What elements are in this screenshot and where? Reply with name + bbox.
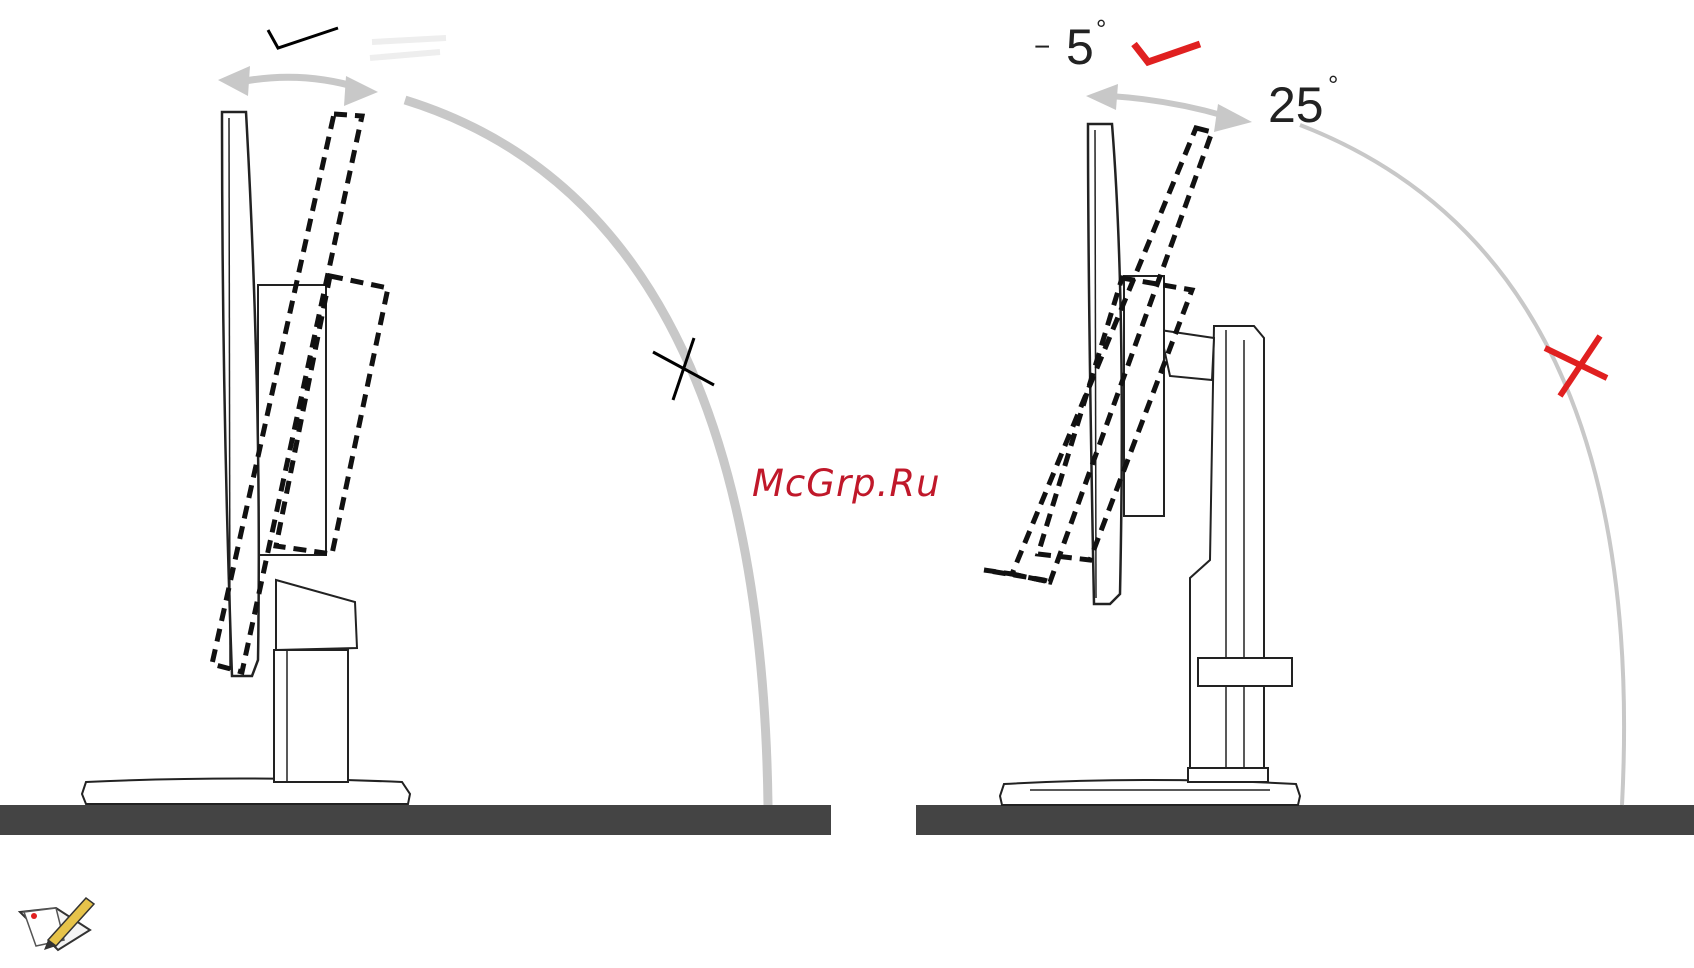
min-angle-label: 5: [1066, 19, 1094, 75]
right-monitor-mount: [1124, 276, 1164, 516]
max-angle-label: 25: [1268, 77, 1324, 133]
right-check-icon: [1134, 44, 1200, 62]
left-smudge: [370, 38, 446, 58]
right-lower-tilted-outline: [984, 570, 1050, 582]
right-cable-clip: [1198, 658, 1292, 686]
min-angle-degree: °: [1096, 14, 1106, 44]
right-desk: [916, 805, 1694, 835]
left-check-icon: [268, 28, 338, 48]
note-pencil-icon: [20, 898, 94, 950]
left-tilt-arrow: [218, 66, 378, 106]
left-tilt-arc: [405, 100, 768, 805]
right-stand-hinge: [1160, 330, 1214, 380]
left-diagram: [0, 28, 831, 835]
right-stand-base: [1000, 780, 1300, 805]
left-stand-hinge: [276, 580, 357, 650]
left-stand-column: [274, 650, 348, 782]
right-monitor-upright: [1088, 124, 1122, 604]
right-stand-column: [1190, 326, 1264, 768]
right-diagram: − 5 ° 25 °: [916, 14, 1694, 835]
left-stand-base: [82, 779, 410, 805]
right-cross-icon: [1545, 336, 1607, 396]
right-tilt-arc: [1300, 125, 1624, 805]
min-angle-sign: −: [1034, 31, 1050, 62]
watermark-text: McGrp.Ru: [752, 462, 941, 505]
left-desk: [0, 805, 831, 835]
max-angle-degree: °: [1328, 70, 1338, 100]
